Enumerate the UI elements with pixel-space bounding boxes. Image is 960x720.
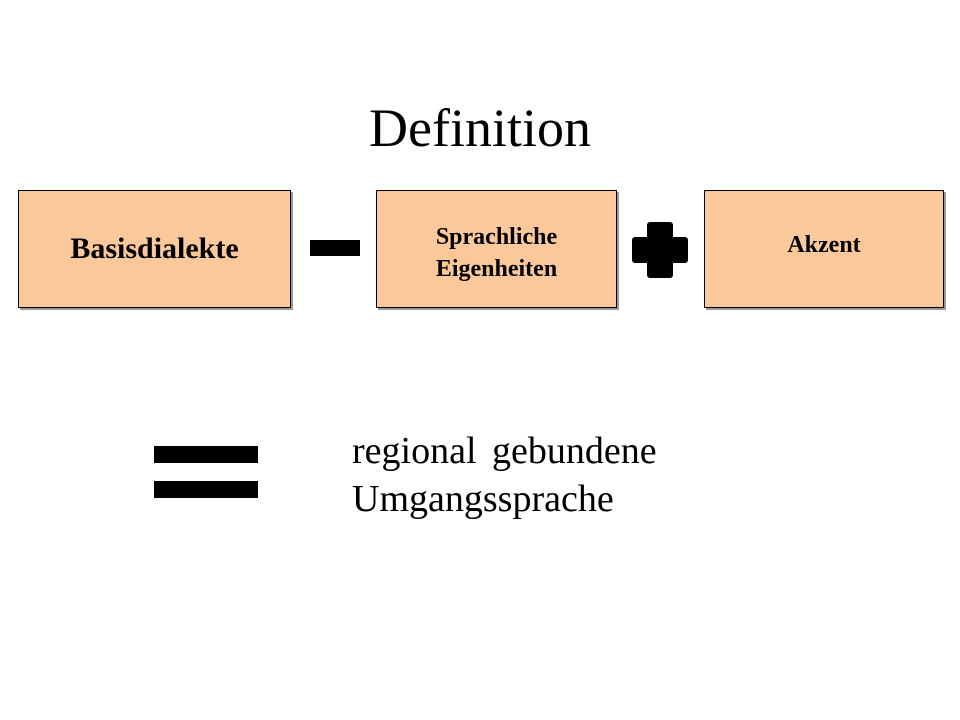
box-basisdialekte: Basisdialekte — [18, 190, 291, 308]
box-label: Akzent — [787, 231, 861, 258]
minus-icon — [310, 240, 360, 256]
box-akzent: Akzent — [704, 190, 944, 308]
result-text: regional gebundene Umgangssprache — [352, 427, 657, 523]
box-label: Basisdialekte — [70, 232, 239, 265]
result-line-2: Umgangssprache — [352, 478, 614, 520]
equals-icon — [154, 446, 258, 498]
box-sprachliche-eigenheiten: Sprachliche Eigenheiten — [376, 190, 617, 308]
box-label-line-1: Sprachliche — [435, 224, 558, 250]
plus-icon-vertical-bar — [647, 222, 673, 278]
equals-icon-top-bar — [154, 446, 258, 463]
result-line-1: regional gebundene — [352, 430, 657, 472]
equals-icon-bottom-bar — [154, 481, 258, 498]
plus-icon — [632, 222, 688, 278]
box-label-line-2: Eigenheiten — [435, 256, 558, 282]
page-title: Definition — [369, 98, 591, 158]
